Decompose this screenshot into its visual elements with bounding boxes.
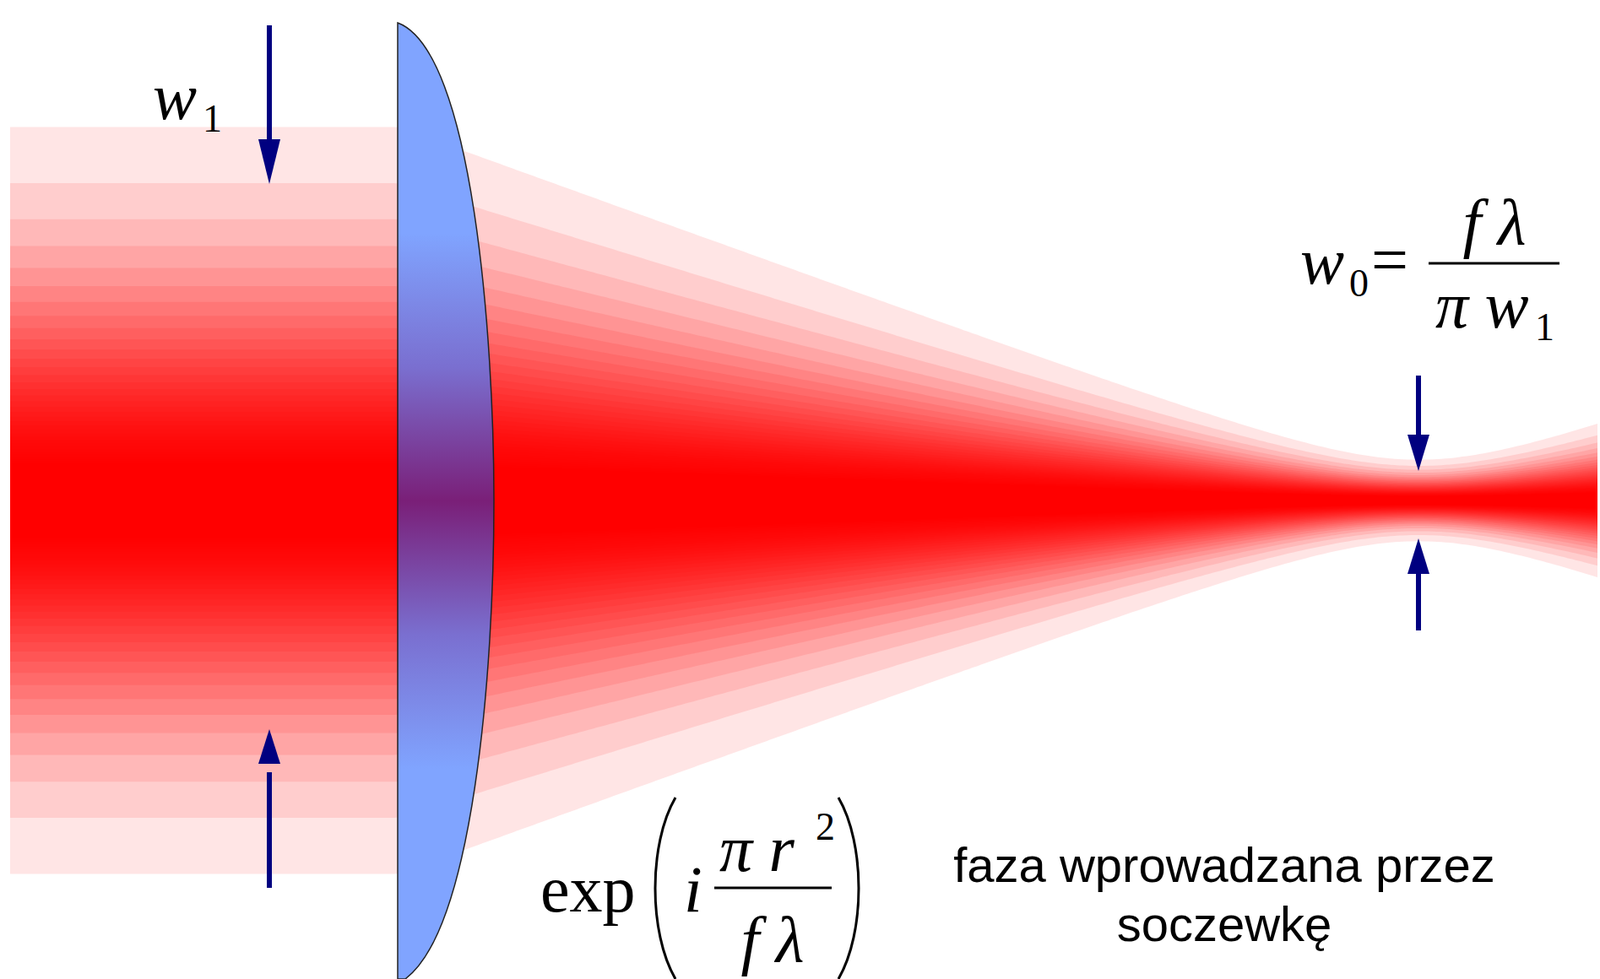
- beam-layer: [10, 328, 1598, 673]
- beam-layer: [10, 459, 1598, 543]
- beam-layer: [10, 358, 1598, 643]
- beam-layer: [10, 367, 1598, 635]
- beam-layer: [10, 469, 1598, 533]
- beam-layer: [10, 183, 1598, 819]
- beam-layer: [10, 219, 1598, 783]
- beam-layer: [10, 421, 1598, 581]
- beam-layer: [10, 466, 1598, 534]
- beam-layer: [10, 425, 1598, 576]
- denominator: π w: [1435, 272, 1530, 339]
- denominator: f λ: [741, 907, 805, 974]
- function-name: exp: [540, 856, 636, 923]
- beam-layer: [10, 463, 1598, 538]
- beam-layer: [10, 389, 1598, 613]
- beam-layer: [10, 339, 1598, 662]
- lens: [397, 22, 494, 979]
- beam-layer: [10, 470, 1598, 531]
- numerator: π r: [719, 816, 795, 883]
- parenthesis: [655, 797, 676, 979]
- imaginary-unit: i: [683, 856, 703, 923]
- subscript: 1: [1534, 308, 1555, 348]
- beam-layer: [10, 395, 1598, 606]
- beam-layer: [10, 440, 1598, 562]
- beam-layer: [10, 456, 1598, 544]
- beam-layer: [10, 455, 1598, 548]
- beam-layer: [10, 401, 1598, 600]
- equals-sign: =: [1371, 227, 1409, 293]
- numerator: f λ: [1463, 189, 1527, 256]
- beam-layer: [10, 315, 1598, 686]
- beam-layer: [10, 267, 1598, 733]
- beam-layer: [10, 433, 1598, 568]
- beam-layer: [10, 443, 1598, 558]
- beam-layer: [10, 449, 1598, 552]
- superscript: 2: [815, 808, 836, 847]
- fraction-bar: [1428, 262, 1560, 266]
- beam-layer: [10, 406, 1598, 595]
- beam-layer: [10, 452, 1598, 550]
- lens-phase-note: faza wprowadzana przez soczewkę: [928, 835, 1520, 954]
- waist-symbol: w: [1300, 228, 1345, 295]
- beam-layer: [10, 246, 1598, 756]
- beam-layer: [10, 286, 1598, 716]
- beam-layer: [10, 412, 1598, 590]
- beam-layer: [10, 417, 1598, 586]
- beam-layer: [10, 302, 1598, 700]
- subscript: 0: [1349, 264, 1369, 304]
- beam-layer: [10, 461, 1598, 541]
- beam-layer: [10, 374, 1598, 626]
- width-arrows: [258, 25, 1430, 889]
- beam-width-symbol: w: [152, 64, 197, 131]
- laser-beam: [10, 126, 1598, 874]
- beam-layer: [10, 382, 1598, 619]
- fraction-bar: [714, 887, 832, 890]
- beam-layer: [10, 429, 1598, 572]
- beam-layer: [10, 465, 1598, 536]
- parenthesis: [838, 797, 859, 979]
- beam-layer: [10, 126, 1598, 874]
- beam-layer: [10, 446, 1598, 555]
- subscript: 1: [202, 99, 223, 139]
- beam-layer: [10, 349, 1598, 652]
- beam-layer: [10, 437, 1598, 565]
